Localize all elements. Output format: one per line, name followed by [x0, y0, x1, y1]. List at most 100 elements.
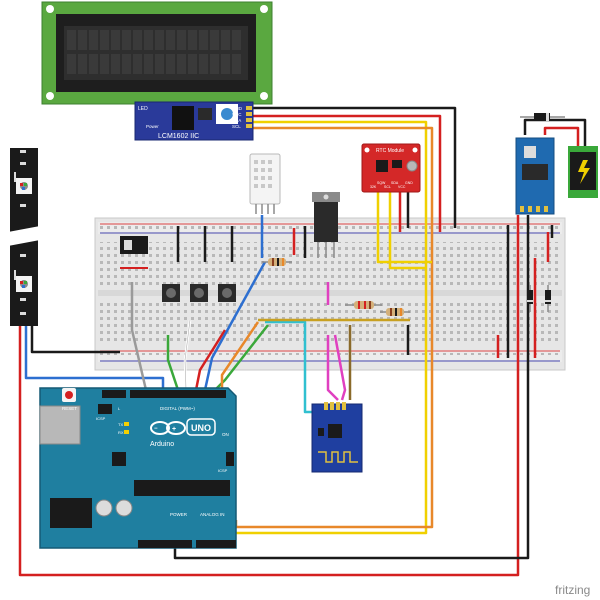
slide-switch [120, 236, 148, 254]
dc-barrel-jack [50, 498, 92, 528]
led-strip [8, 148, 40, 326]
wire-orange-1 [220, 321, 260, 390]
wire-lcd-gnd [252, 106, 457, 228]
wire-dc-red [543, 126, 580, 150]
resistor-2 [345, 301, 382, 309]
antenna-icon [318, 451, 358, 463]
esp-header-pins [324, 402, 346, 410]
lcd-module: LED Power LCM1602 IIC GND VCC SDA SCL [41, 1, 273, 141]
diode-2 [545, 285, 551, 312]
svg-text:+: + [172, 426, 176, 433]
esp-chip [328, 424, 342, 438]
usb-chip [112, 452, 126, 466]
fritzing-watermark: fritzing [555, 583, 590, 597]
lcd-pin-scl: SCL [232, 124, 241, 129]
board-name: UNO [191, 423, 211, 433]
wire-dc-black [523, 118, 587, 150]
wire-rtc-sda [388, 190, 426, 270]
lcd-mount-hole [260, 5, 268, 13]
rtc-module: RTC Module 32K SQW SCL SDA VCC GND [361, 143, 421, 193]
wire-red-1 [194, 329, 227, 391]
lcd-pin-vcc: VCC [232, 112, 242, 117]
wire-green-1 [166, 335, 180, 391]
wire-strip-data [24, 325, 165, 390]
rtc-pin-sda: SDA [391, 181, 399, 185]
power-header [138, 540, 192, 548]
power-label: POWER [170, 512, 188, 517]
i2c-jumper [198, 108, 212, 120]
brand-label: Arduino [150, 441, 174, 448]
dht-sensor [249, 153, 281, 214]
atmega-chip [134, 480, 230, 496]
diodes [527, 285, 551, 312]
wire-strip-gnd [30, 325, 120, 354]
icsp2-label: ICSP [96, 416, 106, 421]
pushbutton-3 [218, 284, 236, 302]
lcd-pin-gnd: GND [232, 106, 243, 111]
rtc-pin-32k: 32K [370, 185, 377, 189]
lcd-mount-hole [46, 5, 54, 13]
usb-port [39, 405, 81, 445]
wire-lcd-vcc [252, 114, 442, 232]
rgb-led-1 [16, 178, 32, 194]
lcd-mount-hole [46, 92, 54, 100]
rtc-pin-sqw: SQW [377, 181, 386, 185]
analog-label: ANALOG IN [200, 512, 225, 517]
wire-magenta-esp-1 [326, 335, 339, 401]
wire-green-2 [214, 324, 269, 391]
lcd-led-label: LED [138, 106, 148, 112]
wire-rtc-scl [376, 190, 432, 264]
analog-header [196, 540, 236, 548]
breadboard [94, 217, 566, 371]
led-strip-break [8, 226, 40, 246]
rx-label: RX [118, 430, 124, 435]
wire-grey-1 [130, 282, 148, 391]
icsp2-header [98, 404, 112, 414]
reset-label: RESET [62, 406, 77, 411]
pushbutton-1 [162, 284, 180, 302]
tx-label: TX [118, 422, 123, 427]
diode-1 [527, 285, 533, 312]
rtc-pin-gnd: GND [405, 181, 413, 185]
lcd-character-cells [67, 30, 241, 74]
on-label: ON [222, 432, 229, 437]
digital-header [130, 390, 226, 398]
pushbuttons [162, 284, 236, 302]
center-channel [98, 290, 562, 296]
lcd-power-label: Power [146, 124, 159, 129]
capacitor-2 [115, 499, 133, 517]
wire-white-1-outline [184, 319, 191, 391]
aref-header [102, 390, 126, 398]
resistor-1 [262, 258, 292, 266]
rtc-pin-scl: SCL [384, 185, 391, 189]
wire-magenta-esp-2 [333, 334, 347, 401]
esp8266-module [311, 402, 363, 473]
rgb-led-2 [16, 276, 32, 292]
lightning-icon [578, 160, 590, 184]
icsp-label: ICSP [218, 468, 228, 473]
contrast-potentiometer-knob [221, 108, 233, 120]
digital-label: DIGITAL (PWM~) [160, 406, 195, 411]
l-led-label: L [118, 406, 121, 411]
wire-psu-red [18, 215, 520, 577]
rtc-pin-vcc: VCC [398, 185, 406, 189]
wire-blue-1 [203, 261, 267, 391]
diode-input [520, 113, 565, 121]
arduino-uno: RESET DIGITAL (PWM~) ICSP L TX RX − + UN… [39, 387, 237, 549]
dc-jack [568, 146, 598, 198]
lcd-header-pins [246, 106, 252, 128]
top-terminal-strip [100, 242, 560, 286]
capacitor-1 [95, 499, 113, 517]
pushbutton-2 [190, 284, 208, 302]
rtc-title: RTC Module [376, 148, 404, 154]
voltage-regulator: 78xxl [312, 192, 340, 258]
arduino-logo: − + [150, 421, 186, 435]
uno-badge [186, 418, 216, 436]
icsp-header [226, 452, 234, 466]
lcd-model-label: LCM1602 IIC [158, 133, 199, 140]
resistor-3 [380, 308, 410, 316]
lcd-mount-hole [260, 92, 268, 100]
bottom-terminal-strip [100, 300, 560, 344]
rtc-chip [376, 160, 388, 172]
